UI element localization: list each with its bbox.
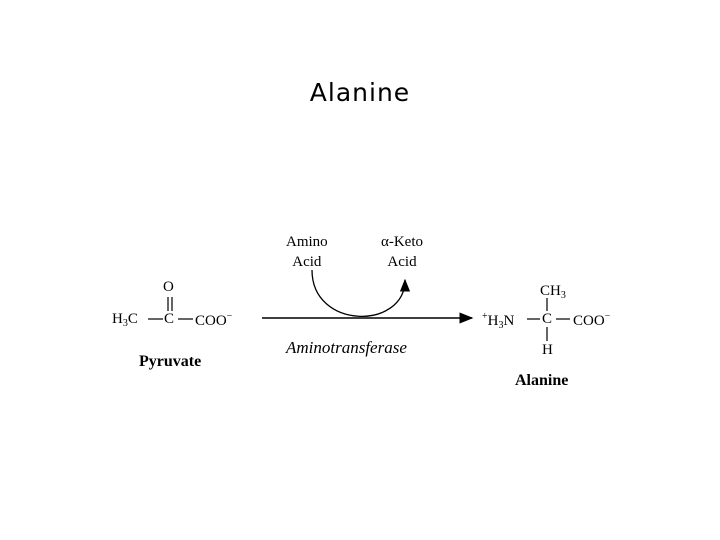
pyruvate-carbonyl-oxygen: O <box>163 279 174 295</box>
enzyme-label: Aminotransferase <box>286 338 407 357</box>
alanine-carboxylate: COO− <box>573 311 611 329</box>
pyruvate-label: Pyruvate <box>139 353 202 370</box>
cofactor-curved-arrow <box>311 269 411 317</box>
alanine-hydrogen: H <box>542 342 553 358</box>
alanine-methyl-group: CH3 <box>540 283 566 301</box>
pyruvate-methyl-group: H3C <box>112 311 138 329</box>
pyruvate-carboxylate: COO− <box>195 311 233 329</box>
alanine-carbon: C <box>542 311 553 327</box>
alanine-amino-group: +H3N <box>482 311 515 331</box>
pyruvate-carbon: C <box>164 311 175 327</box>
slide-title: Alanine <box>309 78 411 107</box>
alanine-label: Alanine <box>515 372 569 389</box>
